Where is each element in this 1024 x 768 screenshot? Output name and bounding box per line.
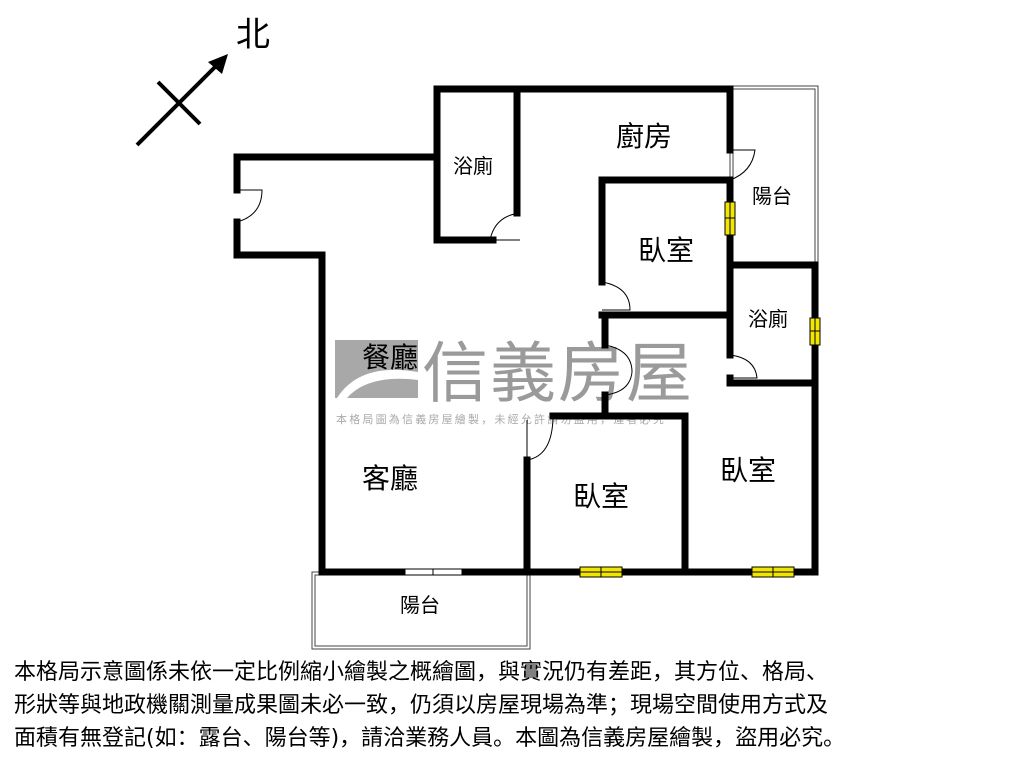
disclaimer-line: 面積有無登記(如：露台、陽台等)，請洽業務人員。本圖為信義房屋繪製，盜用必究。	[14, 726, 846, 751]
room-dining: 餐廳	[362, 341, 418, 374]
disclaimer-line: 形狀等與地政機關測量成果圖未必一致，仍須以房屋現場為準；現場空間使用方式及	[14, 693, 829, 718]
door-bedroom-upper	[601, 281, 631, 311]
room-living: 客廳	[362, 462, 418, 495]
room-balcony-bottom: 陽台	[400, 593, 440, 617]
sliding-door	[404, 568, 463, 576]
watermark: 信義房屋 本格局圖為信義房屋繪製，未經允許請勿盜用，違者必究	[335, 335, 694, 426]
compass-north-label: 北	[236, 15, 270, 55]
door-hall	[604, 344, 633, 396]
door-bath-top	[489, 212, 521, 241]
room-balcony-right: 陽台	[752, 184, 792, 208]
door-bath-right	[729, 354, 758, 379]
watermark-brand: 信義房屋	[422, 335, 694, 412]
room-labels: 浴廁 廚房 陽台 臥室 浴廁 餐廳 客廳 臥室 臥室 陽台	[362, 120, 792, 617]
door-entrance	[236, 189, 263, 223]
door-bedroom-lower-left	[526, 417, 554, 461]
room-bedroom-lower-left: 臥室	[573, 480, 629, 513]
door-kitchen-balcony	[729, 149, 756, 181]
room-bath-top: 浴廁	[453, 154, 493, 178]
walls	[233, 85, 819, 576]
doors	[236, 149, 758, 461]
disclaimer-line: 本格局示意圖係未依一定比例縮小繪製之概繪圖，與實況仍有差距，其方位、格局、	[14, 660, 829, 685]
windows	[579, 201, 821, 578]
room-kitchen: 廚房	[616, 120, 672, 153]
room-bedroom-lower-right: 臥室	[720, 454, 776, 487]
room-bath-right: 浴廁	[748, 307, 788, 331]
disclaimer: 本格局示意圖係未依一定比例縮小繪製之概繪圖，與實況仍有差距，其方位、格局、 形狀…	[14, 656, 1014, 755]
room-bedroom-upper: 臥室	[638, 234, 694, 267]
compass: 北	[135, 15, 270, 147]
north-arrow-icon	[208, 54, 228, 74]
